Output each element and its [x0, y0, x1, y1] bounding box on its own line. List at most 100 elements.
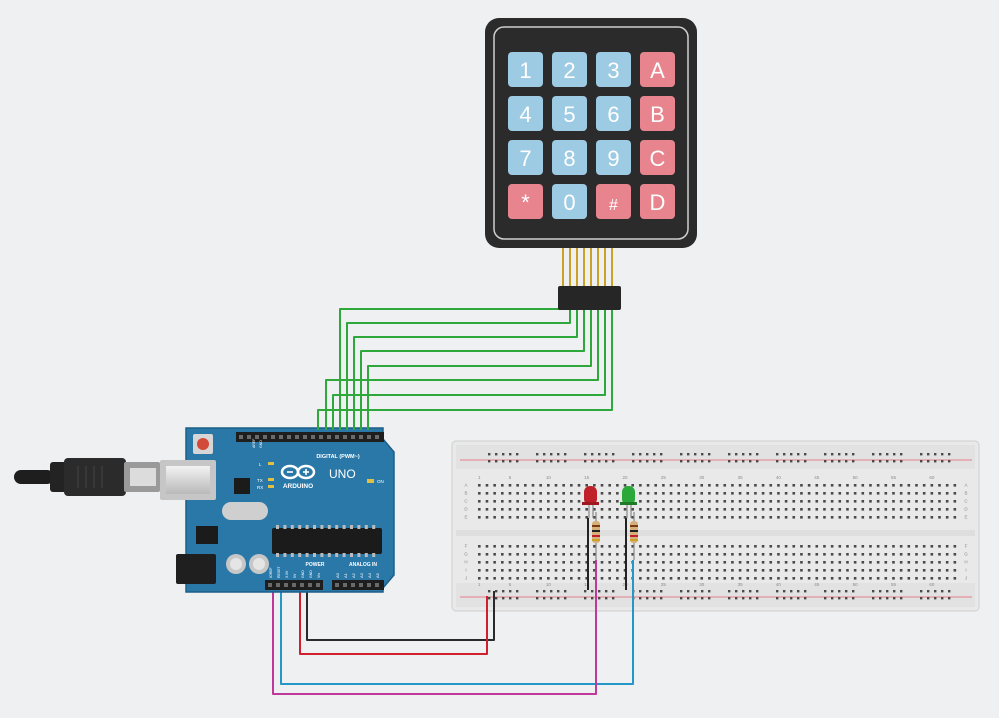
red-led-resistor[interactable] [592, 512, 600, 560]
column-number: 35 [738, 475, 744, 480]
breadboard-holes [478, 453, 957, 600]
digital-pin[interactable] [311, 435, 315, 439]
arduino-logo-icon [280, 464, 316, 480]
power-pin-label: Vin [317, 573, 321, 578]
digital-pin[interactable] [359, 435, 363, 439]
digital-pin[interactable] [239, 435, 243, 439]
keypad-key-7[interactable]: 7 [508, 140, 543, 175]
green-led-resistor[interactable] [630, 512, 638, 560]
digital-pin[interactable] [255, 435, 259, 439]
digital-pin[interactable] [351, 435, 355, 439]
row-letter: C [964, 499, 968, 504]
green-led[interactable] [620, 486, 637, 518]
row-letter: B [964, 491, 967, 496]
analog-pin-label: A1 [343, 572, 348, 578]
digital-pin[interactable] [375, 435, 379, 439]
analog-header[interactable] [332, 580, 384, 590]
digital-pin[interactable] [335, 435, 339, 439]
keypad-key-*[interactable]: * [508, 184, 543, 219]
keypad-wire-8[interactable] [317, 306, 613, 430]
row-letter: F [965, 544, 968, 549]
digital-pin[interactable] [319, 435, 323, 439]
keypad-key-0[interactable]: 0 [552, 184, 587, 219]
column-number: 60 [929, 582, 935, 587]
keypad-key-label: A [650, 58, 665, 83]
column-number: 50 [853, 582, 859, 587]
keypad-key-B[interactable]: B [640, 96, 675, 131]
digital-header[interactable] [236, 432, 384, 442]
keypad-key-6[interactable]: 6 [596, 96, 631, 131]
analog-pin[interactable] [359, 583, 363, 587]
digital-pin[interactable] [367, 435, 371, 439]
power-pin[interactable] [276, 583, 280, 587]
digital-pin[interactable] [303, 435, 307, 439]
power-5v-wire[interactable] [299, 583, 488, 655]
digital-pin[interactable] [279, 435, 283, 439]
keypad-connector[interactable] [558, 248, 621, 310]
analog-pin[interactable] [375, 583, 379, 587]
keypad-key-label: D [650, 190, 666, 215]
keypad-key-label: 6 [607, 102, 619, 127]
keypad-wire-5[interactable] [367, 306, 592, 430]
power-pin[interactable] [292, 583, 296, 587]
keypad-key-#[interactable]: # [596, 184, 631, 219]
usb-cable[interactable] [14, 458, 160, 496]
column-number: 55 [891, 582, 897, 587]
keypad-key-D[interactable]: D [640, 184, 675, 219]
power-pin-label: 5V [293, 573, 297, 578]
power-pin-label: RESET [277, 565, 281, 578]
keypad-wire-6[interactable] [325, 306, 599, 430]
power-pin[interactable] [316, 583, 320, 587]
digital-pin[interactable] [287, 435, 291, 439]
analog-pin[interactable] [367, 583, 371, 587]
analog-pin[interactable] [351, 583, 355, 587]
power-pin[interactable] [284, 583, 288, 587]
power-pin[interactable] [300, 583, 304, 587]
keypad-key-label: 3 [607, 58, 619, 83]
keypad-key-4[interactable]: 4 [508, 96, 543, 131]
arduino-uno-board[interactable]: ARDUINO UNO DIGITAL (PWM~) POWER ANALOG … [160, 427, 395, 593]
red-led[interactable] [582, 486, 599, 518]
row-letter: H [464, 560, 467, 565]
digital-pin[interactable] [247, 435, 251, 439]
column-number: 25 [661, 582, 667, 587]
analog-pin[interactable] [335, 583, 339, 587]
keypad-wire-7[interactable] [332, 306, 606, 430]
column-number: 30 [699, 475, 705, 480]
digital-pin[interactable] [343, 435, 347, 439]
keypad-key-C[interactable]: C [640, 140, 675, 175]
digital-pin[interactable] [263, 435, 267, 439]
power-pin[interactable] [268, 583, 272, 587]
analog-pin-label: A2 [351, 572, 356, 578]
gnd-wire[interactable] [306, 583, 495, 641]
keypad-key-A[interactable]: A [640, 52, 675, 87]
keypad-key-3[interactable]: 3 [596, 52, 631, 87]
keypad-key-9[interactable]: 9 [596, 140, 631, 175]
row-letter: B [464, 491, 467, 496]
keypad-key-2[interactable]: 2 [552, 52, 587, 87]
column-number: 40 [776, 475, 782, 480]
arduino-brand-label: ARDUINO [283, 483, 313, 490]
keypad-wire-1[interactable] [339, 306, 564, 430]
row-letter: D [464, 507, 468, 512]
keypad-wire-4[interactable] [360, 306, 585, 430]
keypad-key-8[interactable]: 8 [552, 140, 587, 175]
analog-pin[interactable] [343, 583, 347, 587]
keypad-wire-3[interactable] [353, 306, 578, 430]
digital-pin[interactable] [295, 435, 299, 439]
digital-pin[interactable] [271, 435, 275, 439]
digital-pin[interactable] [327, 435, 331, 439]
keypad-key-1[interactable]: 1 [508, 52, 543, 87]
tx-label: TX [257, 478, 263, 483]
keypad-wire-2[interactable] [346, 306, 571, 430]
power-pin-label: IOREF [269, 567, 273, 578]
keypad-key-label: 7 [519, 146, 531, 171]
keypad-key-5[interactable]: 5 [552, 96, 587, 131]
power-pin[interactable] [308, 583, 312, 587]
keypad-key-label: 9 [607, 146, 619, 171]
column-number: 50 [853, 475, 859, 480]
